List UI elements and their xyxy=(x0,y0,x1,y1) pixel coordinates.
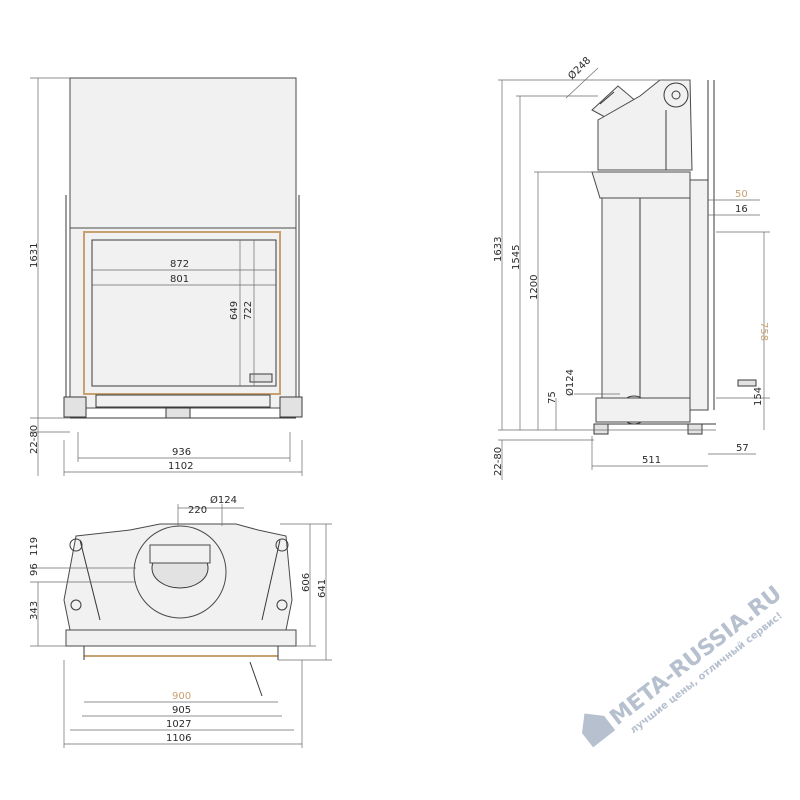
dim-height-154: 154 xyxy=(753,387,764,406)
watermark-brand: META-RUSSIA.RU xyxy=(605,581,786,730)
dim-opening-width: 801 xyxy=(170,274,189,285)
dim-depth-511: 511 xyxy=(642,455,661,466)
top-front-frame xyxy=(65,629,297,647)
top-view: 220 Ø124 119 96 343 606 641 900 905 1027… xyxy=(29,494,332,748)
dim-height-649: 649 xyxy=(229,301,240,320)
dim-flue-diameter: Ø248 xyxy=(566,55,594,83)
dim-width-1102: 1102 xyxy=(168,461,193,472)
dim-depth-57: 57 xyxy=(736,443,749,454)
dim-width-1027: 1027 xyxy=(166,719,191,730)
dim-height-1200: 1200 xyxy=(529,275,540,300)
dim-height-722: 722 xyxy=(243,301,254,320)
dim-height-758: 758 xyxy=(758,322,769,341)
dim-top-air-inlet: Ø124 xyxy=(210,494,237,506)
dim-top-96: 96 xyxy=(29,563,40,576)
dim-depth-16: 16 xyxy=(735,204,748,215)
dim-width-936: 936 xyxy=(172,447,191,458)
front-view: 1631 22-80 872 801 649 722 936 1102 xyxy=(29,77,303,476)
dim-top-641: 641 xyxy=(317,579,328,598)
dim-width-905: 905 xyxy=(172,705,191,716)
watermark-logo-icon xyxy=(582,713,616,748)
dim-width-900: 900 xyxy=(172,691,191,702)
dim-side-height: 1633 xyxy=(493,237,504,262)
dim-top-606: 606 xyxy=(301,573,312,592)
dim-depth-50: 50 xyxy=(735,189,748,200)
dim-side-base: 22-80 xyxy=(493,447,504,476)
dim-height-75: 75 xyxy=(547,391,558,404)
watermark-slogan: лучшие цены, отличный сервис! xyxy=(628,610,785,736)
front-hood xyxy=(69,77,297,229)
side-body xyxy=(601,197,691,399)
dim-front-base: 22-80 xyxy=(29,425,40,454)
side-view: Ø248 1633 1545 1200 75 Ø124 22-80 511 57… xyxy=(493,55,770,480)
dim-width-1106: 1106 xyxy=(166,733,191,744)
dim-front-height: 1631 xyxy=(29,243,40,268)
dim-side-air-inlet: Ø124 xyxy=(564,369,576,396)
watermark: META-RUSSIA.RU лучшие цены, отличный сер… xyxy=(582,581,787,748)
dim-top-119: 119 xyxy=(29,537,40,556)
front-glass xyxy=(91,239,277,387)
side-door xyxy=(689,179,709,411)
dim-glass-width: 872 xyxy=(170,259,189,270)
front-glass-frame xyxy=(83,231,281,395)
dim-top-220: 220 xyxy=(188,505,207,516)
dim-height-1545: 1545 xyxy=(511,245,522,270)
dim-top-343: 343 xyxy=(29,601,40,620)
